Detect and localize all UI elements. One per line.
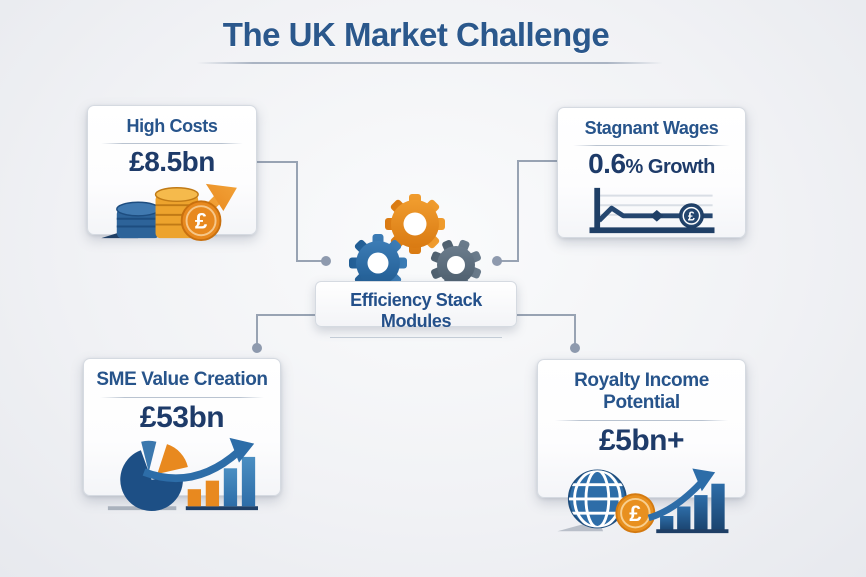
pie-bar-growth-icon <box>107 437 258 512</box>
connector-dot <box>252 343 262 353</box>
globe-icon <box>567 469 627 529</box>
gears-icon <box>349 194 482 292</box>
connector-dot <box>321 256 331 266</box>
card-value-suffix: % Growth <box>625 156 716 178</box>
gear-orange <box>385 194 445 254</box>
card-title: Stagnant Wages <box>584 118 719 138</box>
growth-arrow-icon <box>142 437 255 482</box>
flat-line-chart-icon: £ <box>589 187 714 233</box>
hub-underline <box>330 337 502 338</box>
card-value: £53bn <box>139 401 225 434</box>
svg-text:£: £ <box>687 209 694 223</box>
page-title: The UK Market Challenge <box>222 16 610 53</box>
card-royalty-income-potential: Royalty Income Potential £5bn+ <box>537 359 746 534</box>
card-value: £5bn+ <box>598 424 685 457</box>
card-title: SME Value Creation <box>96 369 268 390</box>
pound-coin-icon: £ <box>614 493 655 534</box>
pie-chart-icon <box>120 440 188 512</box>
svg-text:£: £ <box>629 501 641 526</box>
card-title: Royalty Income Potential <box>574 370 709 413</box>
globe-coin-growth-icon: £ <box>556 468 728 534</box>
gear-gray <box>430 239 482 291</box>
blue-coin-stack <box>116 201 161 238</box>
card-divider <box>101 143 243 144</box>
card-divider <box>572 145 731 146</box>
connector-dot <box>492 256 502 266</box>
growth-arrow-icon <box>647 468 715 522</box>
card-sme-value-creation: SME Value Creation £53bn <box>83 358 281 512</box>
pound-coin-icon: £ <box>678 203 704 229</box>
card-title: High Costs <box>126 116 218 136</box>
bar-chart-icon <box>655 483 728 534</box>
card-divider <box>99 397 265 398</box>
coins-growth-icon: £ <box>101 183 237 241</box>
card-divider <box>554 420 729 421</box>
card-high-costs: High Costs £8.5bn <box>87 105 257 241</box>
connector-dot <box>570 343 580 353</box>
bar-chart-icon <box>187 456 256 507</box>
pound-coin-icon: £ <box>180 200 222 241</box>
card-value: £8.5bn <box>129 146 215 177</box>
hub-label: Efficiency Stack Modules <box>350 290 482 331</box>
svg-text:£: £ <box>195 208 208 233</box>
data-point-diamond <box>649 209 664 222</box>
gear-blue <box>349 234 407 292</box>
card-value: 0.6 <box>588 148 626 179</box>
card-stagnant-wages: Stagnant Wages 0.6% Growth £ <box>557 107 746 238</box>
efficiency-stack-modules-box: Efficiency Stack Modules <box>315 281 517 338</box>
title-underline <box>197 62 663 64</box>
